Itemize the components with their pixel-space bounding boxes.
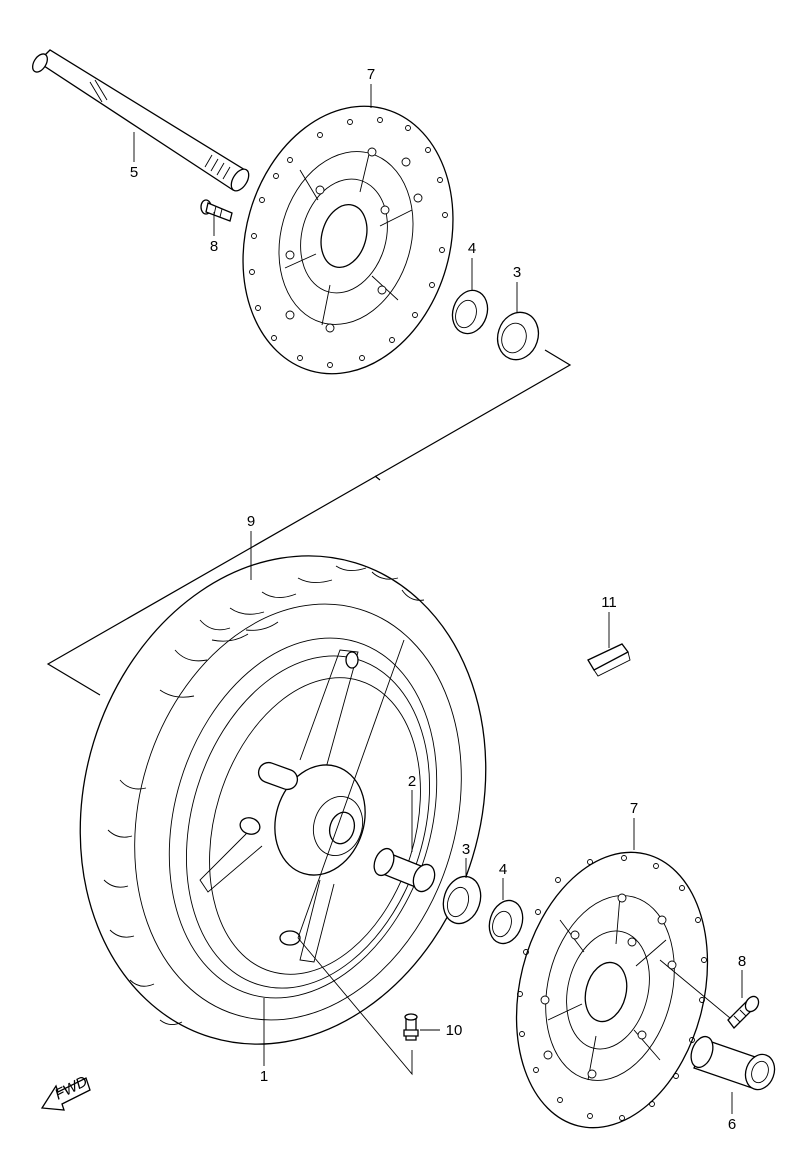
callout-10: 10 <box>446 1022 463 1039</box>
leader-lines <box>133 84 743 1114</box>
callout-6: 6 <box>728 1116 736 1133</box>
bearing-upper-4 <box>451 289 489 335</box>
callout-8-lower: 8 <box>738 953 746 970</box>
callout-11: 11 <box>601 594 617 611</box>
brake-disc-lower <box>515 851 709 1129</box>
callout-8-upper: 8 <box>210 238 218 255</box>
bearing-lower-3 <box>442 875 482 925</box>
front-wheel-tire <box>79 555 487 1045</box>
disc-bolt-upper <box>200 199 233 222</box>
callout-7-upper: 7 <box>367 66 375 83</box>
forward-arrow-icon: FWD <box>40 1073 91 1111</box>
callout-1: 1 <box>260 1068 268 1085</box>
assembly-bracket <box>46 349 572 696</box>
callout-3-upper: 3 <box>513 264 521 281</box>
callout-4-lower: 4 <box>499 861 507 878</box>
callout-4-upper: 4 <box>468 240 476 257</box>
front-axle <box>32 49 250 192</box>
spacer <box>373 847 436 893</box>
callout-3-lower: 3 <box>462 841 470 858</box>
callout-9: 9 <box>247 513 255 530</box>
callout-5: 5 <box>130 164 138 181</box>
balance-weight <box>587 643 631 677</box>
brake-disc-upper <box>242 105 454 375</box>
bearing-lower-4 <box>488 899 524 945</box>
tire-valve <box>403 1013 419 1041</box>
callout-2: 2 <box>408 773 416 790</box>
bearing-upper-3 <box>496 311 540 361</box>
callout-7-lower: 7 <box>630 800 638 817</box>
disc-bolt-lower <box>659 959 760 1029</box>
collar <box>690 1035 776 1091</box>
